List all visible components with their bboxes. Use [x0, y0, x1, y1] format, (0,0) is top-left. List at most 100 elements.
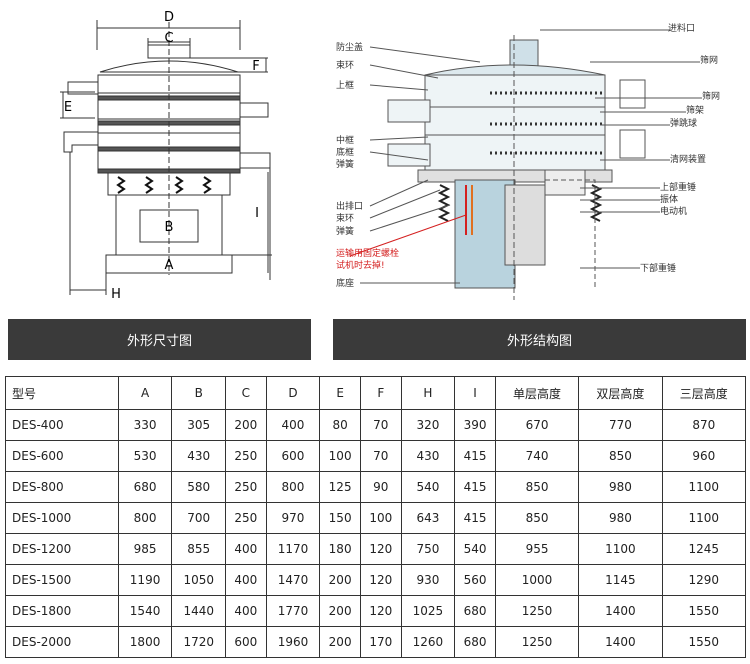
column-header: B [171, 376, 227, 410]
table-cell: 680 [454, 595, 496, 627]
label-transport-bolt: 运输用固定螺栓 [336, 247, 399, 259]
table-cell: 120 [359, 564, 402, 596]
table-cell: 955 [494, 533, 580, 565]
label-remove-when-testing: 试机时去掉! [336, 259, 385, 271]
column-header: 三层高度 [661, 376, 747, 410]
table-cell: 150 [319, 502, 361, 534]
table-cell: 1250 [494, 595, 580, 627]
table-cell: 1100 [578, 533, 663, 565]
table-cell: 200 [225, 409, 267, 441]
column-header: H [400, 376, 456, 410]
table-cell: 250 [225, 502, 267, 534]
table-cell: 560 [454, 564, 496, 596]
label-base: 底座 [336, 277, 354, 289]
model-cell: DES-1200 [5, 533, 119, 565]
table-cell: 1260 [400, 626, 456, 658]
label-a: A [165, 258, 174, 273]
model-cell: DES-800 [5, 471, 119, 503]
table-cell: 1145 [578, 564, 663, 596]
table-cell: 1025 [400, 595, 456, 627]
table-cell: 1960 [265, 626, 321, 658]
column-header: F [359, 376, 402, 410]
table-cell: 80 [319, 409, 361, 441]
table-cell: 415 [454, 471, 496, 503]
table-cell: 330 [117, 409, 173, 441]
table-cell: 1000 [494, 564, 580, 596]
table-cell: 970 [265, 502, 321, 534]
label-middle-frame: 中框 [336, 134, 354, 146]
dimension-drawing: D C F E B A H I [0, 0, 325, 310]
label-clean-device: 清网装置 [670, 153, 706, 165]
label-ring-2: 束环 [336, 213, 354, 224]
label-screen-2: 筛网 [702, 90, 720, 102]
column-header: 型号 [5, 376, 119, 410]
table-cell: 70 [359, 409, 402, 441]
table-cell: 930 [400, 564, 456, 596]
table-cell: 1800 [117, 626, 173, 658]
label-dust-cover: 防尘盖 [336, 41, 363, 53]
table-cell: 680 [454, 626, 496, 658]
model-cell: DES-600 [5, 440, 119, 472]
table-cell: 1770 [265, 595, 321, 627]
label-bottom-frame: 底框 [336, 146, 354, 158]
structure-drawing: 进料口 防尘盖 筛网 束环 上框 筛网 筛架 弹跳球 中框 底框 弹簧 清网装置… [330, 0, 750, 310]
label-inlet: 进料口 [668, 22, 695, 34]
table-cell: 170 [359, 626, 402, 658]
table-cell: 580 [171, 471, 227, 503]
caption-dimension-drawing: 外形尺寸图 [8, 319, 311, 360]
table-cell: 770 [578, 409, 663, 441]
table-cell: 870 [661, 409, 747, 441]
table-cell: 540 [400, 471, 456, 503]
table-cell: 850 [578, 440, 663, 472]
table-cell: 680 [117, 471, 173, 503]
table-cell: 305 [171, 409, 227, 441]
table-cell: 1400 [578, 595, 663, 627]
table-cell: 980 [578, 471, 663, 503]
label-c: C [164, 31, 173, 46]
table-cell: 120 [359, 533, 402, 565]
table-cell: 415 [454, 502, 496, 534]
structure-drawing-svg: 进料口 防尘盖 筛网 束环 上框 筛网 筛架 弹跳球 中框 底框 弹簧 清网装置… [336, 22, 720, 300]
model-cell: DES-400 [5, 409, 119, 441]
table-cell: 400 [225, 564, 267, 596]
label-spring-1: 弹簧 [336, 158, 354, 170]
table-cell: 855 [171, 533, 227, 565]
column-header: 单层高度 [494, 376, 580, 410]
label-i: I [255, 206, 259, 221]
label-ring-1: 束环 [336, 60, 354, 71]
column-header: E [319, 376, 361, 410]
label-screen-frame: 筛架 [686, 104, 704, 116]
table-cell: 600 [265, 440, 321, 472]
table-cell: 400 [265, 409, 321, 441]
table-cell: 430 [171, 440, 227, 472]
model-cell: DES-2000 [5, 626, 119, 658]
table-cell: 700 [171, 502, 227, 534]
table-cell: 200 [319, 595, 361, 627]
label-b: B [165, 220, 174, 235]
table-cell: 70 [359, 440, 402, 472]
column-header: D [265, 376, 321, 410]
table-cell: 1100 [661, 502, 747, 534]
label-d: D [164, 10, 174, 25]
table-cell: 250 [225, 440, 267, 472]
table-cell: 90 [359, 471, 402, 503]
column-header: I [454, 376, 496, 410]
table-cell: 1190 [117, 564, 173, 596]
label-lower-weight: 下部重锤 [640, 262, 676, 274]
table-cell: 180 [319, 533, 361, 565]
label-top-frame: 上框 [336, 79, 354, 91]
table-cell: 200 [319, 626, 361, 658]
model-cell: DES-1800 [5, 595, 119, 627]
table-cell: 1250 [494, 626, 580, 658]
label-discharge: 出排口 [336, 200, 363, 212]
table-cell: 850 [494, 471, 580, 503]
label-vibrator: 振体 [660, 193, 678, 205]
table-cell: 530 [117, 440, 173, 472]
table-cell: 200 [319, 564, 361, 596]
table-cell: 430 [400, 440, 456, 472]
